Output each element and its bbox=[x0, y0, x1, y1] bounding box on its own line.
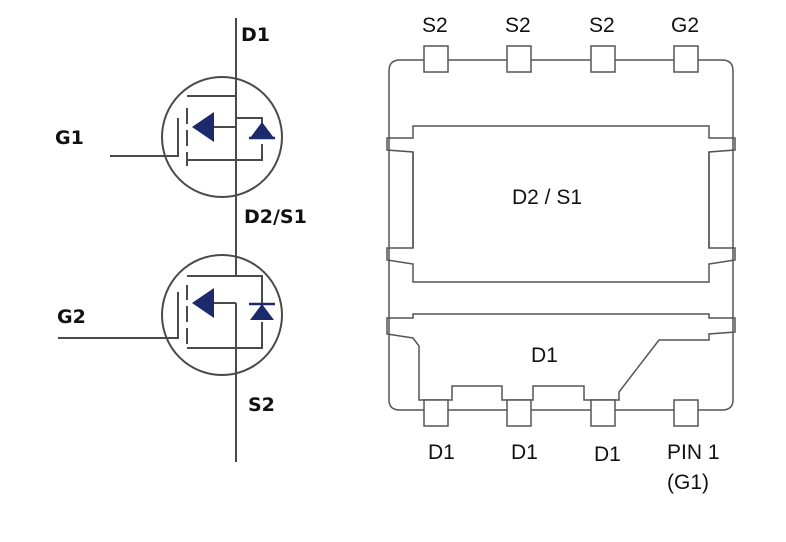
bottom-pin-3 bbox=[590, 399, 616, 427]
pin1-sub-label: (G1) bbox=[667, 471, 709, 494]
bottom-pin-4 bbox=[673, 399, 699, 427]
q1-body-arrow bbox=[192, 112, 214, 142]
top-pin-label-1: S2 bbox=[422, 14, 448, 37]
mosfet-q1-circle bbox=[161, 76, 283, 198]
q2-source-bar bbox=[187, 322, 263, 349]
gate2-label: G2 bbox=[57, 306, 86, 328]
top-pin-3 bbox=[590, 45, 616, 73]
pin1-label: PIN 1 bbox=[667, 441, 720, 464]
source2-label: S2 bbox=[248, 394, 275, 416]
gate2-lead bbox=[58, 292, 179, 339]
gate1-label: G1 bbox=[55, 127, 84, 149]
diode-bars bbox=[249, 136, 275, 306]
gate1-lead bbox=[110, 118, 179, 157]
upper-pad bbox=[386, 125, 736, 283]
mid-node-label: D2/S1 bbox=[244, 206, 307, 228]
bottom-pin-2 bbox=[506, 399, 532, 427]
q2-body-diode bbox=[250, 304, 274, 320]
drain1-label: D1 bbox=[241, 24, 270, 46]
top-pin-4 bbox=[673, 45, 699, 73]
q1-source-bar bbox=[187, 144, 263, 161]
q1-body-diode bbox=[250, 122, 274, 138]
schematic bbox=[58, 18, 283, 462]
top-pin-2 bbox=[506, 45, 532, 73]
mosfet-q2-circle bbox=[161, 254, 283, 376]
package-body bbox=[388, 59, 734, 411]
bottom-pin-label-3: D1 bbox=[594, 443, 621, 466]
q2-diode-top bbox=[236, 275, 263, 308]
bottom-pin-label-2: D1 bbox=[511, 441, 538, 464]
top-pin-label-3: S2 bbox=[589, 14, 615, 37]
lower-pad bbox=[386, 313, 736, 401]
schematic-symbols bbox=[192, 112, 274, 320]
q2-body-arrow bbox=[192, 288, 214, 318]
upper-pad-label: D2 / S1 bbox=[512, 186, 583, 209]
bottom-pin-1 bbox=[423, 399, 449, 427]
top-pin-label-2: S2 bbox=[505, 14, 531, 37]
top-pin-1 bbox=[423, 45, 449, 73]
top-pin-label-4: G2 bbox=[671, 14, 700, 37]
bottom-pin-label-1: D1 bbox=[428, 441, 455, 464]
package-outline bbox=[386, 45, 736, 427]
lower-pad-label: D1 bbox=[531, 344, 558, 367]
